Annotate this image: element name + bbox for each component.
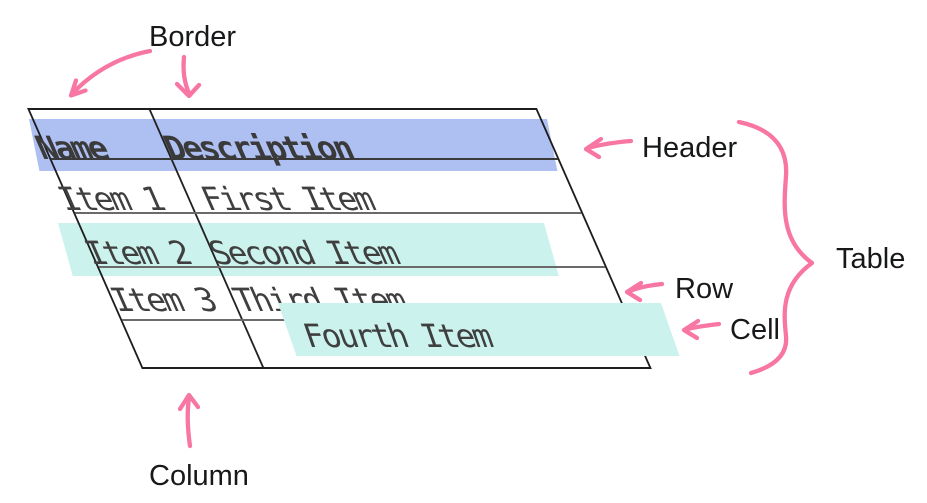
column-label: Column <box>149 460 249 492</box>
cell-item3: Item 3 <box>104 281 222 319</box>
cell-second-item: Second Item <box>202 234 404 272</box>
header-arrow <box>583 136 634 160</box>
header-cell-description: Description <box>157 129 359 167</box>
cell-item1: Item 1 <box>51 180 169 218</box>
border-label: Border <box>149 21 237 53</box>
cell-highlight: Fourth Item <box>278 303 680 356</box>
cell-fourth-item: Fourth Item <box>297 317 496 355</box>
header-label: Header <box>642 132 738 164</box>
cell-arrow <box>681 318 722 341</box>
row-arrow <box>624 280 665 303</box>
cell-first-item: First Item <box>194 180 380 218</box>
table-label: Table <box>836 243 906 275</box>
row-label: Row <box>675 273 734 305</box>
cell-item2: Item 2 <box>78 234 196 272</box>
header-cell-name: Name <box>29 129 114 167</box>
cell-label: Cell <box>730 314 780 346</box>
column-arrow <box>177 392 201 449</box>
border-arrow-down <box>174 54 202 99</box>
border-arrow-left <box>68 48 153 98</box>
